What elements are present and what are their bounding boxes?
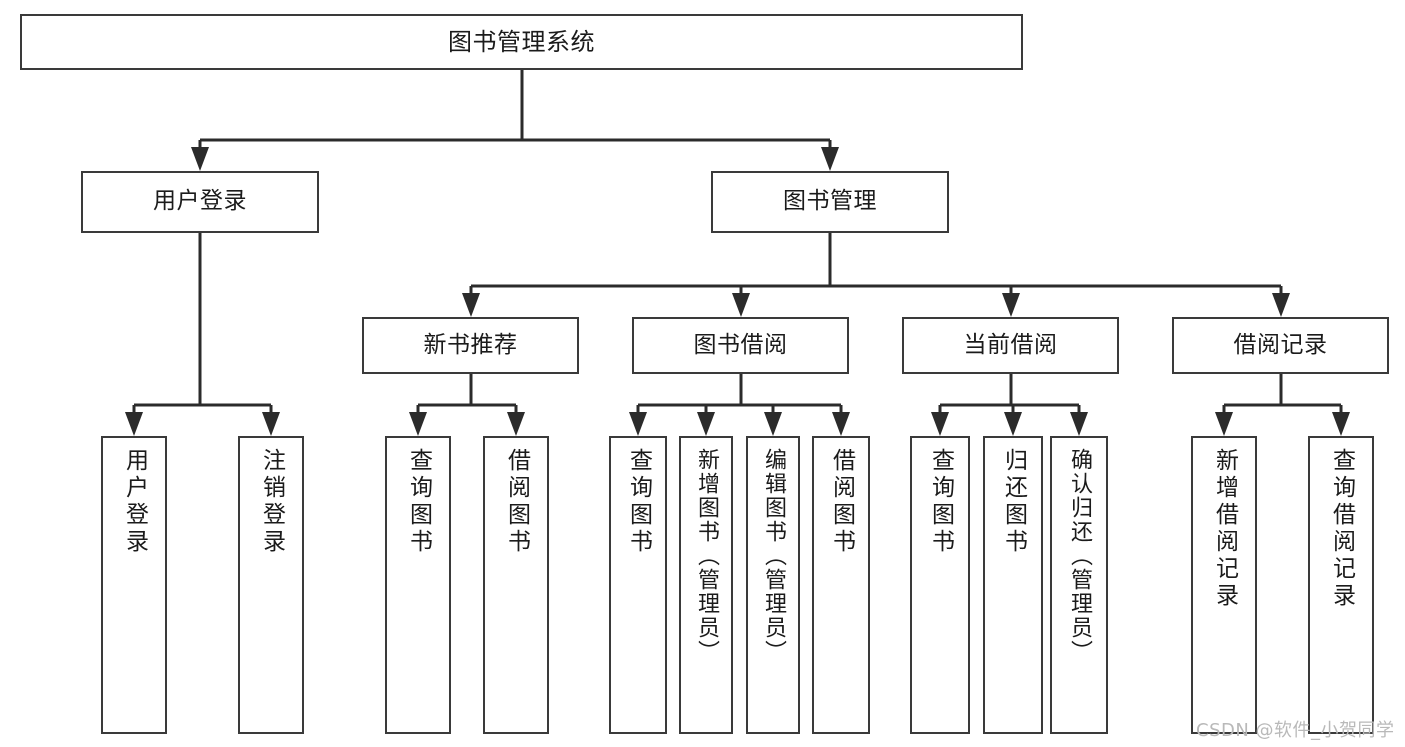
edge-arrowhead — [1004, 412, 1022, 436]
node-label: 图书管理系统 — [448, 27, 595, 56]
edge-arrowhead — [1070, 412, 1088, 436]
node-label: 用户登录 — [121, 448, 148, 556]
node-leaf-cl-return[interactable]: 归还图书 — [983, 436, 1043, 734]
node-label: 新增借阅记录 — [1211, 448, 1238, 610]
edge-arrowhead — [821, 147, 839, 171]
node-user-login[interactable]: 用户登录 — [81, 171, 319, 233]
node-label: 新书推荐 — [423, 331, 518, 358]
node-label: 查询图书 — [927, 448, 954, 556]
node-label: 借阅图书 — [503, 448, 530, 556]
node-root[interactable]: 图书管理系统 — [20, 14, 1023, 70]
node-label: 借阅记录 — [1233, 331, 1328, 358]
edge-arrowhead — [1002, 293, 1020, 317]
node-leaf-bb-add[interactable]: 新增图书（管理员） — [679, 436, 733, 734]
edge-arrowhead — [191, 147, 209, 171]
edge-arrowhead — [697, 412, 715, 436]
node-leaf-lr-query[interactable]: 查询借阅记录 — [1308, 436, 1374, 734]
edge-arrowhead — [732, 293, 750, 317]
node-label: 确认归还（管理员） — [1067, 448, 1092, 664]
edge-arrowhead — [1215, 412, 1233, 436]
node-label: 借阅图书 — [828, 448, 855, 556]
node-book-borrow[interactable]: 图书借阅 — [632, 317, 849, 374]
edge-arrowhead — [125, 412, 143, 436]
node-label: 注销登录 — [258, 448, 285, 556]
edge-arrowhead — [1272, 293, 1290, 317]
node-leaf-lr-add[interactable]: 新增借阅记录 — [1191, 436, 1257, 734]
watermark-label: CSDN @软件_小贺同学 — [1196, 720, 1395, 741]
node-book-manage[interactable]: 图书管理 — [711, 171, 949, 233]
node-leaf-bb-query[interactable]: 查询图书 — [609, 436, 667, 734]
node-leaf-cl-confirm[interactable]: 确认归还（管理员） — [1050, 436, 1108, 734]
edge-arrowhead — [262, 412, 280, 436]
node-current-loan[interactable]: 当前借阅 — [902, 317, 1119, 374]
node-loan-record[interactable]: 借阅记录 — [1172, 317, 1389, 374]
node-label: 图书管理 — [783, 188, 877, 215]
edge-arrowhead — [507, 412, 525, 436]
node-leaf-nbr-borrow[interactable]: 借阅图书 — [483, 436, 549, 734]
node-label: 图书借阅 — [693, 331, 788, 358]
edge-arrowhead — [629, 412, 647, 436]
node-new-book-rec[interactable]: 新书推荐 — [362, 317, 579, 374]
node-label: 查询借阅记录 — [1328, 448, 1355, 610]
node-label: 查询图书 — [405, 448, 432, 556]
edge-arrowhead — [462, 293, 480, 317]
node-leaf-nbr-query[interactable]: 查询图书 — [385, 436, 451, 734]
node-leaf-bb-borrow[interactable]: 借阅图书 — [812, 436, 870, 734]
edge-arrowhead — [832, 412, 850, 436]
node-leaf-user-login[interactable]: 用户登录 — [101, 436, 167, 734]
node-label: 新增图书（管理员） — [694, 448, 719, 664]
node-label: 查询图书 — [625, 448, 652, 556]
node-label: 当前借阅 — [963, 331, 1058, 358]
node-leaf-user-logout[interactable]: 注销登录 — [238, 436, 304, 734]
node-label: 编辑图书（管理员） — [761, 448, 786, 664]
node-label: 用户登录 — [153, 188, 247, 215]
node-leaf-cl-query[interactable]: 查询图书 — [910, 436, 970, 734]
edge-arrowhead — [1332, 412, 1350, 436]
edge-arrowhead — [409, 412, 427, 436]
edge-arrowhead — [931, 412, 949, 436]
node-label: 归还图书 — [1000, 448, 1027, 556]
edge-arrowhead — [764, 412, 782, 436]
node-leaf-bb-edit[interactable]: 编辑图书（管理员） — [746, 436, 800, 734]
